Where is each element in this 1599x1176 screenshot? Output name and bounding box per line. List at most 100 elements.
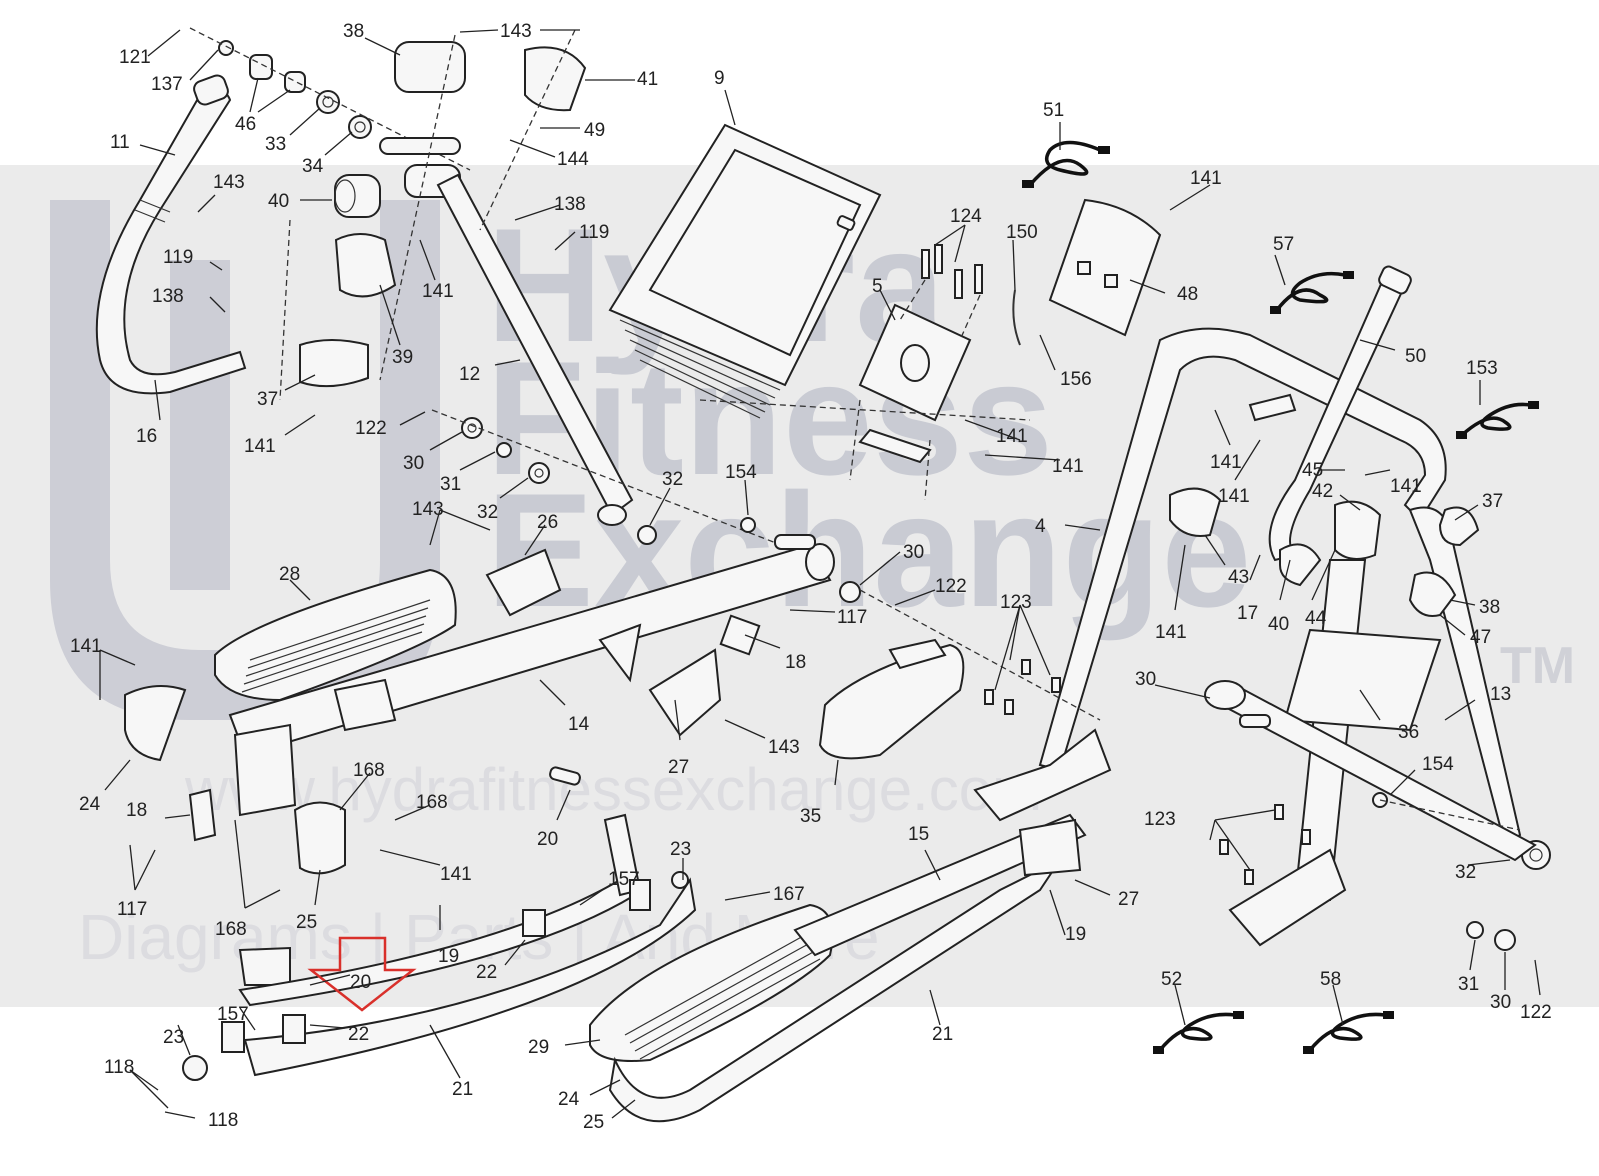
cable-51 <box>1022 140 1110 188</box>
callout-44: 44 <box>1305 608 1327 629</box>
leader-lines <box>99 29 1541 1119</box>
callout-16: 16 <box>136 426 157 447</box>
cable-57 <box>1270 271 1354 314</box>
callout-32: 32 <box>662 469 683 490</box>
console-bracket <box>699 303 1031 501</box>
callout-19: 19 <box>1065 924 1086 945</box>
callout-46: 46 <box>235 114 256 135</box>
callout-141: 141 <box>70 636 102 657</box>
callout-21: 21 <box>452 1079 473 1100</box>
callout-20: 20 <box>537 829 558 850</box>
callout-57: 57 <box>1273 234 1294 255</box>
callout-25: 25 <box>583 1112 604 1133</box>
callout-22: 22 <box>476 962 497 983</box>
callout-143: 143 <box>500 21 532 42</box>
console-display <box>608 123 882 419</box>
callout-35: 35 <box>800 806 821 827</box>
rear-shroud <box>1048 198 1162 337</box>
console-bolts <box>899 244 983 341</box>
callout-141: 141 <box>422 281 454 302</box>
callout-19: 19 <box>438 946 459 967</box>
callout-45: 45 <box>1302 460 1323 481</box>
callout-141: 141 <box>244 436 276 457</box>
callout-24: 24 <box>79 794 101 815</box>
callout-11: 11 <box>110 132 130 153</box>
callout-143: 143 <box>213 172 245 193</box>
callout-167: 167 <box>773 884 805 905</box>
callout-143: 143 <box>768 737 800 758</box>
right-rail-15-21 <box>608 813 1087 1123</box>
callout-37: 37 <box>257 389 278 410</box>
callout-123: 123 <box>1000 592 1032 613</box>
callout-141: 141 <box>1052 456 1084 477</box>
callout-42: 42 <box>1312 481 1333 502</box>
callout-52: 52 <box>1161 969 1182 990</box>
callout-143: 143 <box>412 499 444 520</box>
callout-141: 141 <box>440 864 472 885</box>
callout-137: 137 <box>151 74 183 95</box>
callout-38: 38 <box>343 21 364 42</box>
callout-138: 138 <box>554 194 586 215</box>
callout-23: 23 <box>163 1027 184 1048</box>
callout-48: 48 <box>1177 284 1198 305</box>
callout-18: 18 <box>785 652 806 673</box>
callout-122: 122 <box>935 576 967 597</box>
callout-31: 31 <box>1458 974 1479 995</box>
callout-47: 47 <box>1470 627 1491 648</box>
callout-12: 12 <box>459 364 480 385</box>
callout-157: 157 <box>217 1004 249 1025</box>
callout-141: 141 <box>1390 476 1422 497</box>
watermark-tm: TM <box>1500 637 1576 695</box>
callout-122: 122 <box>1520 1002 1552 1023</box>
washers-right <box>740 517 1521 951</box>
callout-30: 30 <box>903 542 924 563</box>
callout-32: 32 <box>477 502 498 523</box>
callout-50: 50 <box>1405 346 1426 367</box>
callout-154: 154 <box>1422 754 1454 775</box>
callout-30: 30 <box>403 453 424 474</box>
callout-141: 141 <box>1218 486 1250 507</box>
upper-bearing-stack <box>189 27 471 401</box>
callout-31: 31 <box>440 474 461 495</box>
callout-168: 168 <box>215 919 247 940</box>
callout-119: 119 <box>579 222 609 243</box>
right-shroud <box>1169 393 1480 732</box>
callout-27: 27 <box>668 757 689 778</box>
callout-150: 150 <box>1006 222 1038 243</box>
callout-30: 30 <box>1490 992 1511 1013</box>
callout-43: 43 <box>1228 567 1249 588</box>
callout-29: 29 <box>528 1037 549 1058</box>
pivot-bushings <box>299 41 587 388</box>
wire-150 <box>1012 289 1021 346</box>
callout-117: 117 <box>837 607 867 628</box>
cable-58 <box>1303 1011 1394 1054</box>
callout-18: 18 <box>126 800 147 821</box>
callout-141: 141 <box>1210 452 1242 473</box>
callout-154: 154 <box>725 462 757 483</box>
callout-123: 123 <box>1144 809 1176 830</box>
callout-168: 168 <box>416 792 448 813</box>
callout-33: 33 <box>265 134 286 155</box>
callout-168: 168 <box>353 760 385 781</box>
callout-38: 38 <box>1479 597 1500 618</box>
left-upper-arm <box>95 74 247 395</box>
callout-13: 13 <box>1490 684 1511 705</box>
callout-157: 157 <box>608 869 640 890</box>
callout-23: 23 <box>670 839 691 860</box>
left-pedal-bracket <box>124 678 397 986</box>
right-pedal-29 <box>589 903 834 1062</box>
callout-28: 28 <box>279 564 300 585</box>
callout-41: 41 <box>637 69 658 90</box>
callout-20: 20 <box>350 972 371 993</box>
side-cover-35 <box>818 638 965 760</box>
callout-51: 51 <box>1043 100 1064 121</box>
callout-40: 40 <box>1268 614 1289 635</box>
callout-36: 36 <box>1398 722 1419 743</box>
callout-9: 9 <box>714 68 725 89</box>
callout-153: 153 <box>1466 358 1498 379</box>
callout-37: 37 <box>1482 491 1503 512</box>
callout-15: 15 <box>908 824 929 845</box>
left-pedal-28 <box>214 568 457 702</box>
callout-39: 39 <box>392 347 413 368</box>
